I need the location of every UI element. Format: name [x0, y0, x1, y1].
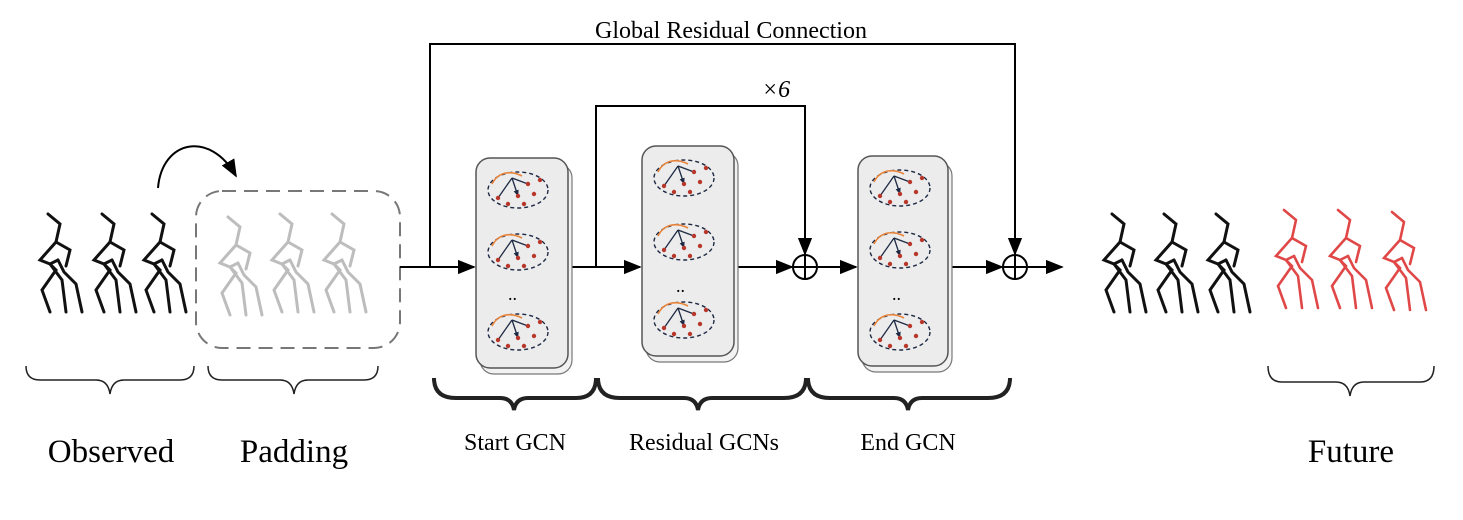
end-gcn-label: End GCN: [860, 430, 955, 456]
global-residual-wire: [429, 43, 1023, 267]
residual-gcns-label: Residual GCNs: [629, 430, 779, 456]
output-observed-poses: [1102, 212, 1252, 314]
observed-poses: [38, 212, 188, 314]
future-poses: [1274, 208, 1428, 312]
padding-box: [195, 190, 401, 349]
padding-brace: [207, 365, 379, 395]
residual-gcns-brace: [596, 377, 808, 411]
start-gcn-label: Start GCN: [464, 430, 566, 456]
residual-add-node: [792, 254, 818, 280]
start-gcn-block: ..: [475, 157, 573, 375]
start-gcn-ellipsis: ..: [508, 284, 517, 304]
observed-brace: [25, 365, 195, 395]
padding-curved-arrow: [157, 145, 237, 189]
observed-label: Observed: [48, 434, 175, 470]
future-brace: [1267, 365, 1435, 397]
residual-gcns-ellipsis: ..: [676, 276, 685, 296]
end-gcn-ellipsis: ..: [892, 284, 901, 304]
global-residual-label: Global Residual Connection: [595, 18, 867, 44]
future-label: Future: [1308, 434, 1394, 470]
residual-gcns-block: ..: [641, 145, 739, 363]
residual-loop-wire: [595, 105, 813, 267]
start-gcn-brace: [432, 377, 598, 411]
padding-label: Padding: [240, 434, 348, 470]
repeat-label: ×6: [762, 77, 790, 103]
end-gcn-block: ..: [857, 155, 953, 373]
global-add-node: [1002, 254, 1028, 280]
end-gcn-brace: [806, 377, 1012, 411]
